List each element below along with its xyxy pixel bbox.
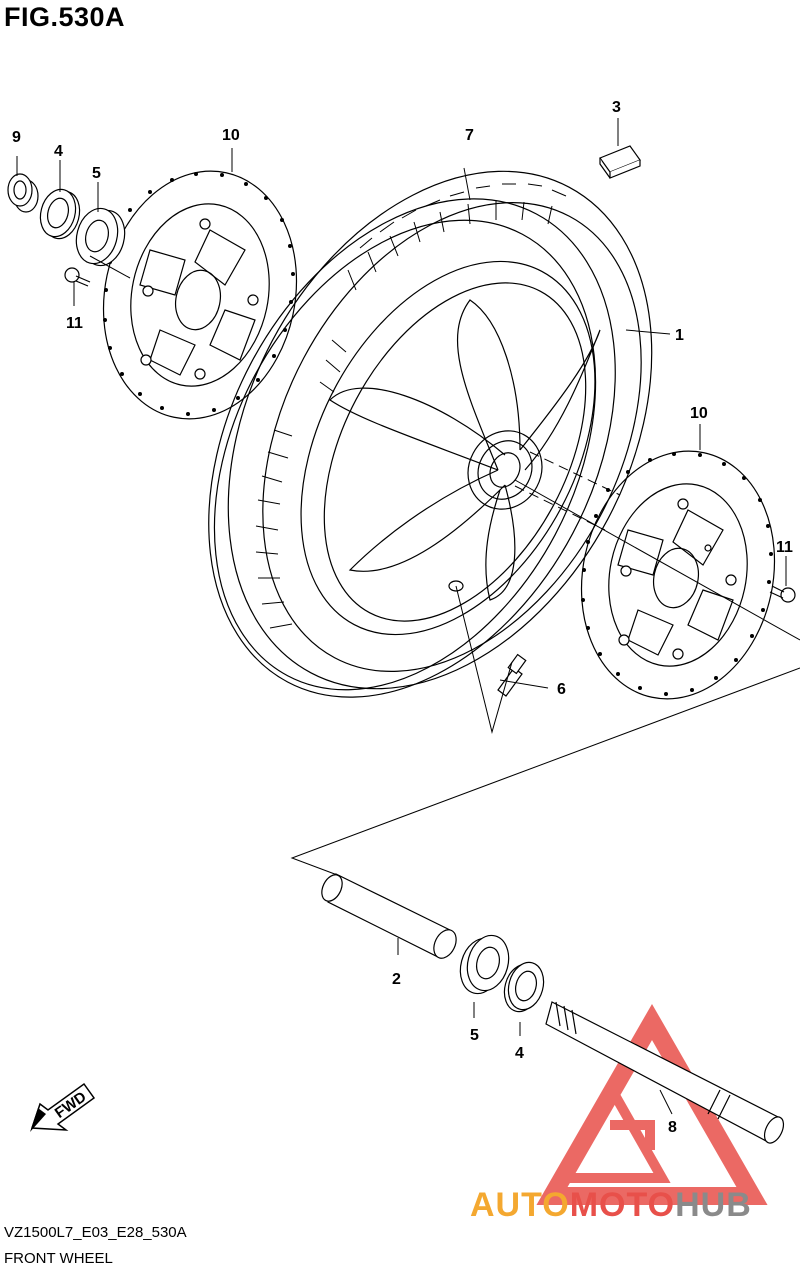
callout-7: 7 (465, 127, 474, 144)
watermark-brand: AUTOMOTOHUB (470, 1186, 752, 1225)
callout-6: 6 (557, 681, 566, 698)
brand-auto: AUTO (470, 1186, 570, 1224)
brake-disc-left (102, 170, 298, 420)
front-axle (545, 1001, 785, 1144)
assembly-guide-lines (16, 118, 800, 1115)
figure-title: FIG.530A (4, 2, 126, 32)
tire-valve (497, 653, 527, 697)
disc-bolt-right (769, 585, 796, 603)
bearing-lower (459, 934, 510, 995)
balance-weight (599, 145, 641, 179)
callout-5-upper: 5 (92, 165, 101, 182)
brake-disc-right (580, 450, 776, 700)
callout-3: 3 (612, 99, 621, 116)
callout-10-left: 10 (222, 127, 240, 144)
callout-4-lower: 4 (515, 1045, 524, 1062)
watermark-logo (536, 1003, 768, 1205)
callout-11-right: 11 (776, 539, 793, 556)
spacer (321, 873, 457, 959)
callout-8: 8 (668, 1119, 677, 1136)
brand-hub: HUB (675, 1186, 752, 1224)
callouts: 1 2 3 4 4 5 5 6 7 8 9 10 10 11 11 (12, 99, 793, 1136)
callout-11-left: 11 (66, 315, 83, 332)
callout-4-upper: 4 (54, 143, 63, 160)
disc-bolt-left (64, 267, 91, 287)
bearing-upper (75, 207, 126, 267)
brand-moto: MOTO (569, 1186, 676, 1224)
callout-1: 1 (675, 327, 684, 344)
callout-5-lower: 5 (470, 1027, 479, 1044)
callout-10-right: 10 (690, 405, 708, 422)
tire (208, 170, 653, 698)
model-code: VZ1500L7_E03_E28_530A (4, 1224, 187, 1241)
figure-name: FRONT WHEEL (4, 1250, 113, 1267)
dust-cap (7, 173, 39, 213)
callout-2: 2 (392, 971, 401, 988)
wheel-rim (300, 260, 601, 636)
callout-9: 9 (12, 129, 21, 146)
oil-seal-lower (503, 961, 545, 1013)
forward-arrow-icon: FWD (30, 1082, 96, 1132)
oil-seal-upper (39, 188, 81, 240)
